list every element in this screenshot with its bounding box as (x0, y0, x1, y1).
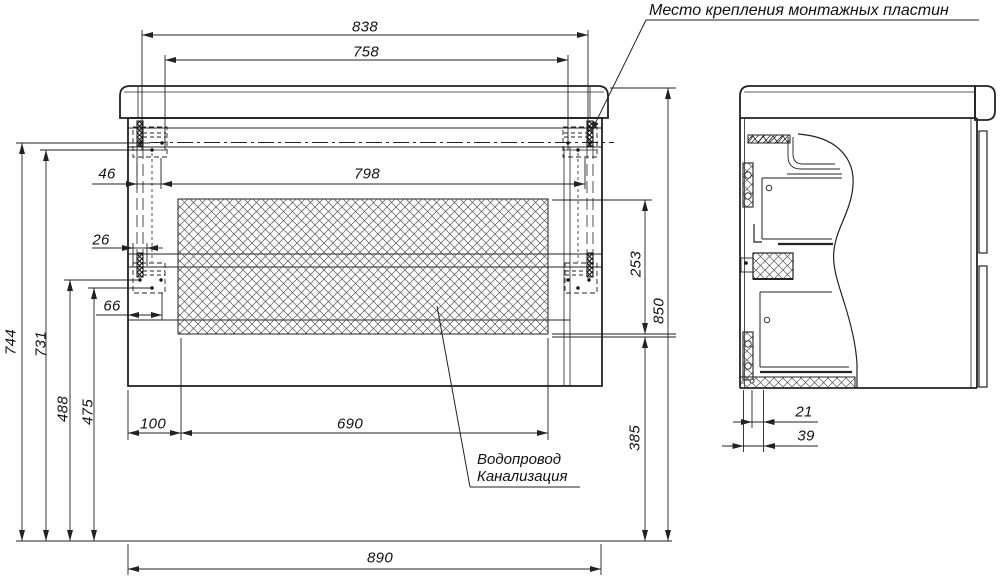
mounting-plate-top-left (132, 120, 168, 158)
dim-838: 838 (352, 18, 378, 36)
dim-66: 66 (103, 297, 121, 315)
dim-21: 21 (795, 403, 813, 421)
dim-488: 488 (54, 396, 72, 422)
dim-385: 385 (626, 425, 644, 451)
mounting-plate-bottom-right (564, 252, 598, 294)
plumbing-note: Водопровод Канализация (477, 451, 568, 485)
dim-26: 26 (92, 231, 110, 249)
dim-744: 744 (2, 329, 20, 355)
front-view (119, 85, 614, 387)
dim-850: 850 (650, 298, 668, 324)
dim-890: 890 (367, 549, 393, 567)
annotation-leaders (436, 19, 979, 488)
dim-731: 731 (32, 331, 50, 357)
dimension-lines (16, 30, 818, 575)
dim-253: 253 (627, 251, 645, 277)
dim-690: 690 (337, 415, 363, 433)
dim-475: 475 (79, 399, 97, 425)
dim-100: 100 (140, 415, 166, 433)
dim-798: 798 (354, 165, 380, 183)
plumbing-note-line2: Канализация (477, 468, 568, 485)
side-view (739, 85, 996, 389)
plumbing-note-line1: Водопровод (477, 451, 562, 468)
dim-758: 758 (353, 43, 379, 61)
dim-39: 39 (797, 427, 815, 445)
mounting-plate-bottom-left (132, 252, 166, 294)
mounting-plates-note: Место крепления монтажных пластин (649, 2, 949, 19)
dim-46: 46 (98, 165, 116, 183)
